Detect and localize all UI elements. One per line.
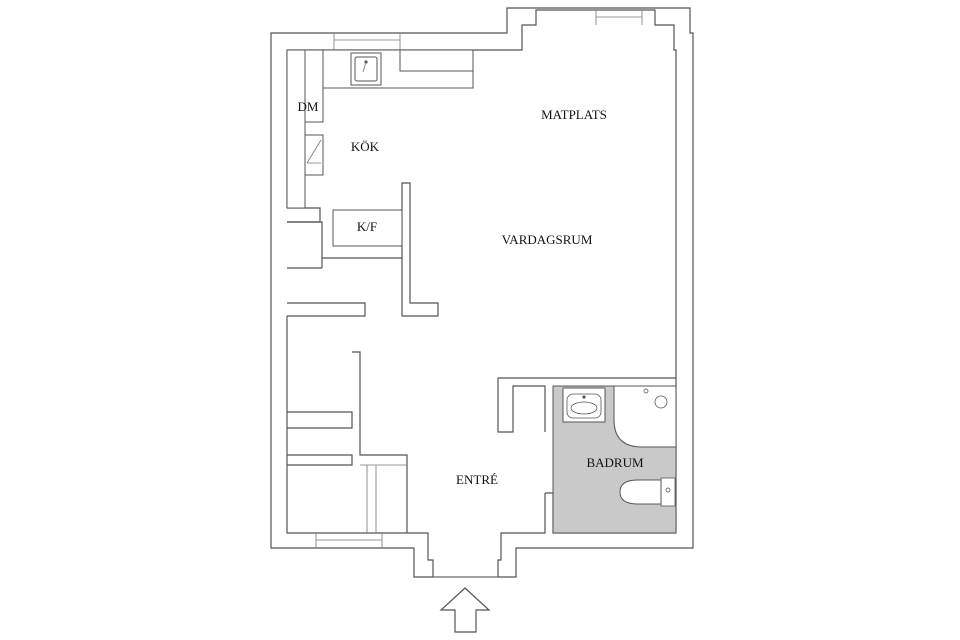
room-label-dm: DM: [298, 99, 319, 114]
fridge-freezer-unit: [332, 209, 403, 247]
room-label-entre: ENTRÉ: [456, 472, 498, 487]
room-label-kf: K/F: [357, 219, 377, 234]
shower-icon: [613, 385, 677, 448]
room-label-badrum: BADRUM: [586, 455, 644, 470]
toilet-icon: [619, 477, 676, 507]
bathroom: [552, 385, 677, 534]
room-label-kok: KÖK: [351, 139, 380, 154]
kitchen-sink-icon: [350, 52, 382, 86]
interior-walls: [287, 182, 546, 533]
entrance-arrow-icon: [439, 587, 491, 633]
kitchen-counters: [286, 49, 474, 209]
washbasin-icon: [562, 387, 606, 423]
room-label-matplats: MATPLATS: [541, 107, 607, 122]
room-label-vardagsrum: VARDAGSRUM: [502, 232, 593, 247]
dm-counter: [286, 49, 306, 209]
